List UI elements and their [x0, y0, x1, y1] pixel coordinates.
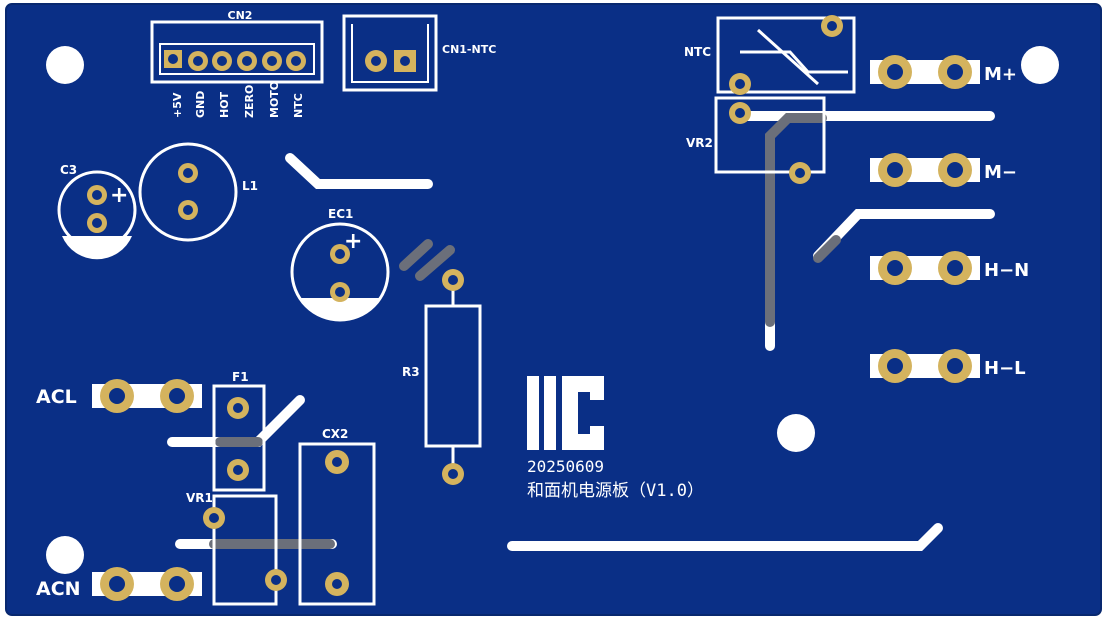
ic-logo-icon	[527, 376, 604, 450]
cn2-pin-labels: +5V GND HOT ZERO MOTO NTC	[171, 81, 305, 118]
ec1-capacitor	[290, 222, 390, 322]
label-acn: ACN	[36, 578, 81, 600]
cn2-pin-5v: +5V	[171, 92, 184, 118]
c3-plus-mark: +	[110, 183, 128, 208]
board-substrate	[5, 3, 1102, 616]
cn1-ntc-connector	[342, 14, 438, 92]
cn2-pin-gnd: GND	[194, 91, 207, 118]
label-acl: ACL	[36, 386, 77, 408]
trace-grey-vr2	[765, 113, 827, 327]
trace-grey-hn	[813, 235, 841, 263]
mounting-hole-bottom-left	[46, 536, 84, 574]
cn2-connector	[150, 20, 324, 84]
trace-grey-ec1-b	[415, 245, 455, 281]
terminal-h-l	[870, 349, 980, 383]
label-cn1-ntc: CN1-NTC	[442, 43, 496, 56]
cn2-pin-moto: MOTO	[268, 81, 281, 118]
label-vr1: VR1	[186, 491, 213, 505]
label-ec1: EC1	[328, 207, 353, 221]
label-f1: F1	[232, 370, 249, 384]
terminal-acn	[92, 567, 202, 601]
label-cx2: CX2	[322, 427, 348, 441]
c3-capacitor	[57, 170, 137, 260]
mounting-hole-top-left	[46, 46, 84, 84]
trace-bottom-long	[507, 523, 943, 551]
date-code: 20250609	[527, 457, 604, 476]
f1-fuse	[212, 384, 266, 492]
trace-l1-to-ec1	[285, 153, 433, 189]
label-ntc: NTC	[684, 45, 711, 59]
l1-inductor	[138, 142, 238, 242]
traces-grey	[209, 113, 841, 549]
ec1-plus-mark: +	[344, 229, 362, 254]
label-c3: C3	[60, 163, 77, 177]
mounting-hole-center-right	[777, 414, 815, 452]
label-vr2: VR2	[686, 136, 713, 150]
cx2-capacitor	[298, 442, 376, 606]
terminal-h-n	[870, 251, 980, 285]
label-l1: L1	[242, 179, 258, 193]
label-cn2: CN2	[228, 9, 253, 22]
cn2-pin-ntc: NTC	[292, 93, 305, 118]
label-h-l: H−L	[984, 358, 1026, 379]
terminal-acl	[92, 379, 202, 413]
terminal-m-plus	[870, 55, 980, 89]
label-m-minus: M−	[984, 162, 1017, 183]
cn2-pin-hot: HOT	[218, 91, 231, 118]
terminal-m-minus	[870, 153, 980, 187]
ntc-thermistor	[716, 15, 856, 95]
cn2-pin-zero: ZERO	[243, 85, 256, 118]
mounting-hole-top-right	[1021, 46, 1059, 84]
label-m-plus: M+	[984, 64, 1017, 85]
trace-grey-ec1-a	[399, 239, 433, 271]
r3-resistor	[424, 269, 482, 485]
vr2-minus-mark: −	[732, 88, 747, 109]
vr1-varistor	[203, 494, 287, 606]
board-name: 和面机电源板（V1.0）	[527, 481, 704, 501]
label-r3: R3	[402, 365, 420, 379]
label-h-n: H−N	[984, 260, 1029, 281]
vr2-varistor	[714, 96, 826, 184]
